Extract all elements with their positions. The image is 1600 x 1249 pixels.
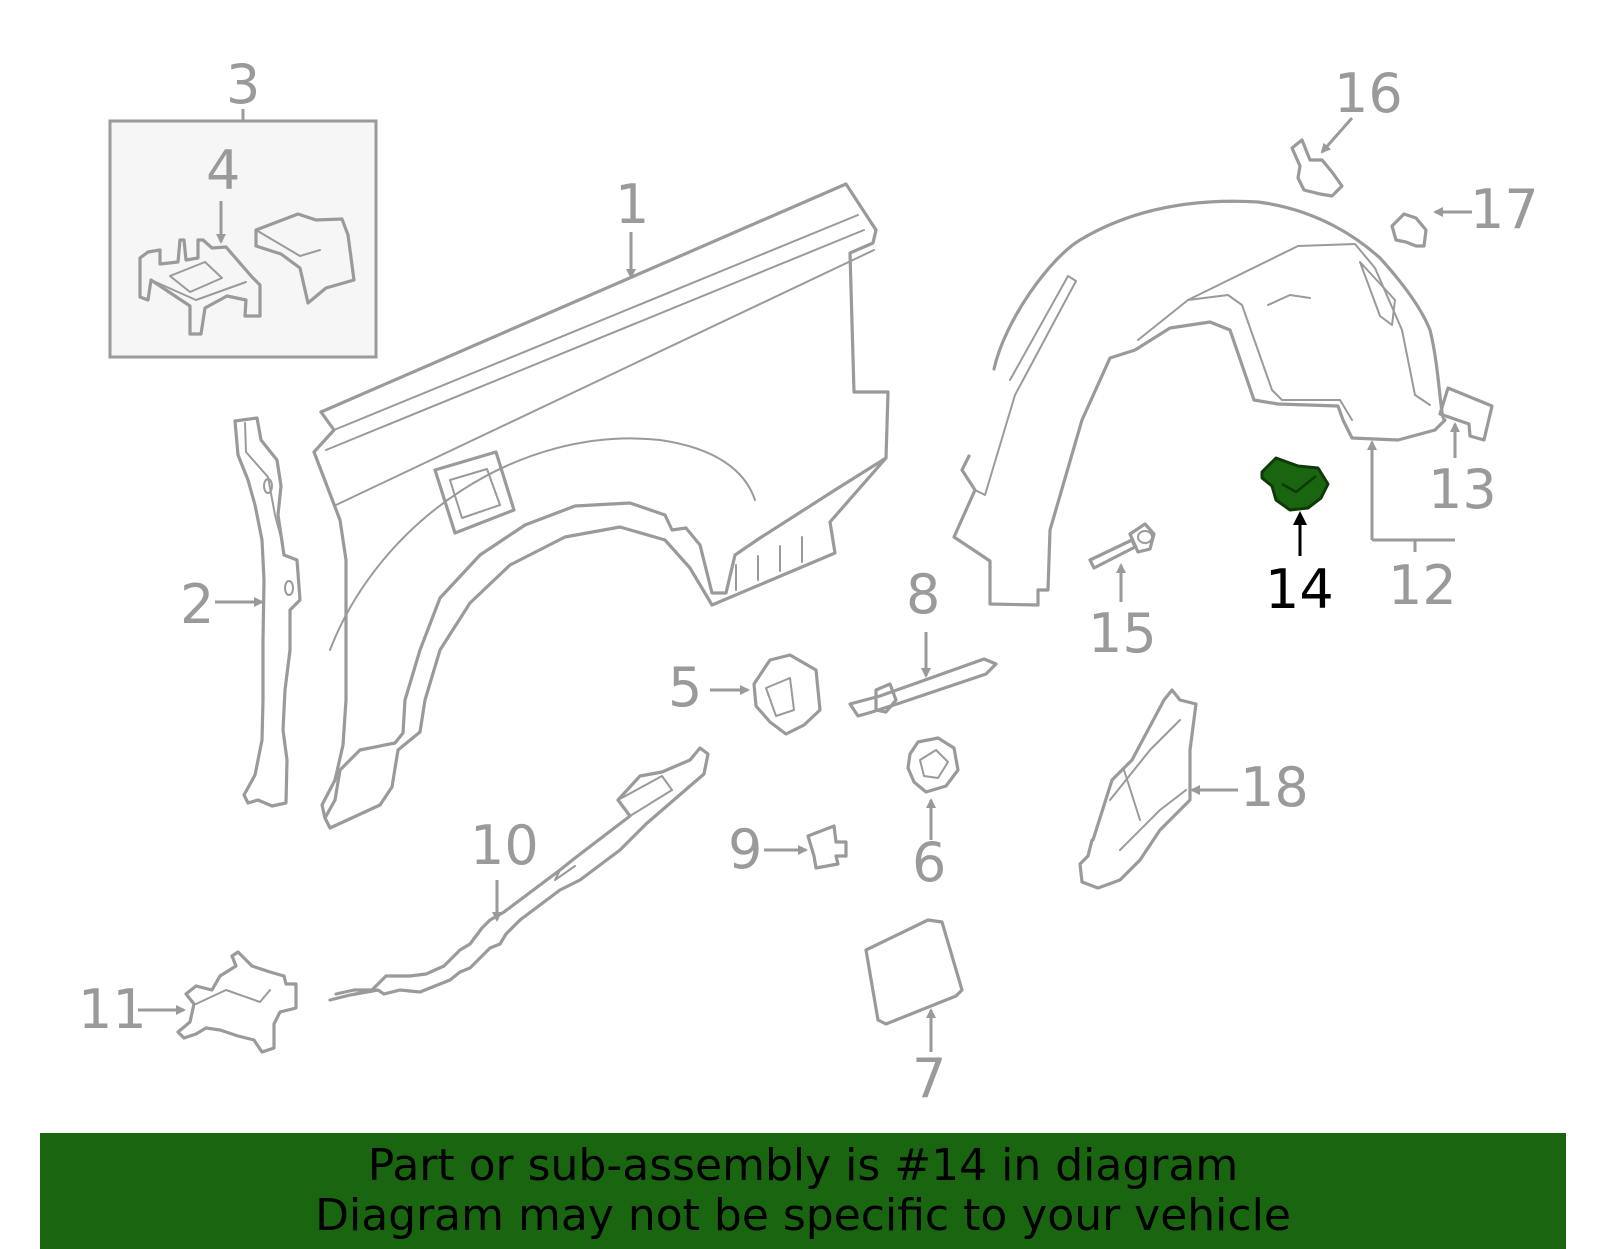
part-13-clip xyxy=(1438,386,1494,458)
callout-18: 18 xyxy=(1240,756,1309,819)
callout-15: 15 xyxy=(1088,602,1157,665)
callout-8: 8 xyxy=(906,563,940,626)
part-15-bolt xyxy=(1088,522,1156,602)
callout-11: 11 xyxy=(78,978,147,1041)
part-2-pillar xyxy=(215,416,302,808)
banner-line-1: Part or sub-assembly is #14 in diagram xyxy=(367,1140,1239,1191)
banner-line-2: Diagram may not be specific to your vehi… xyxy=(315,1190,1291,1241)
part-1-bed-side xyxy=(312,182,890,830)
callout-12: 12 xyxy=(1388,554,1457,617)
callout-2: 2 xyxy=(180,573,214,636)
part-12-wheelhouse-liner xyxy=(952,199,1455,607)
part-7-fuel-door xyxy=(864,918,964,1052)
callout-3: 3 xyxy=(226,53,260,116)
callout-5: 5 xyxy=(668,656,702,719)
callout-17: 17 xyxy=(1470,178,1539,241)
part-5-bumper xyxy=(710,653,822,736)
part-10-cable xyxy=(328,746,710,1002)
callout-4: 4 xyxy=(206,139,240,202)
part-11-bracket xyxy=(138,950,298,1054)
callout-7: 7 xyxy=(912,1047,946,1110)
part-18-panel xyxy=(1078,688,1238,890)
callout-9: 9 xyxy=(728,818,762,881)
part-6-bracket xyxy=(906,736,960,840)
callout-14-highlighted: 14 xyxy=(1265,558,1334,621)
callout-6: 6 xyxy=(912,831,946,894)
callout-1: 1 xyxy=(615,173,649,236)
part-9-clip xyxy=(764,824,848,870)
part-8-rod xyxy=(848,632,998,718)
part-14-highlighted xyxy=(1260,456,1330,556)
callout-13: 13 xyxy=(1428,458,1497,521)
part-3-4-box xyxy=(108,109,378,359)
info-banner: Part or sub-assembly is #14 in diagram D… xyxy=(40,1133,1566,1249)
callout-10: 10 xyxy=(470,814,539,877)
part-17-clip xyxy=(1390,207,1472,248)
part-16-clip xyxy=(1290,117,1354,198)
callout-16: 16 xyxy=(1334,62,1403,125)
